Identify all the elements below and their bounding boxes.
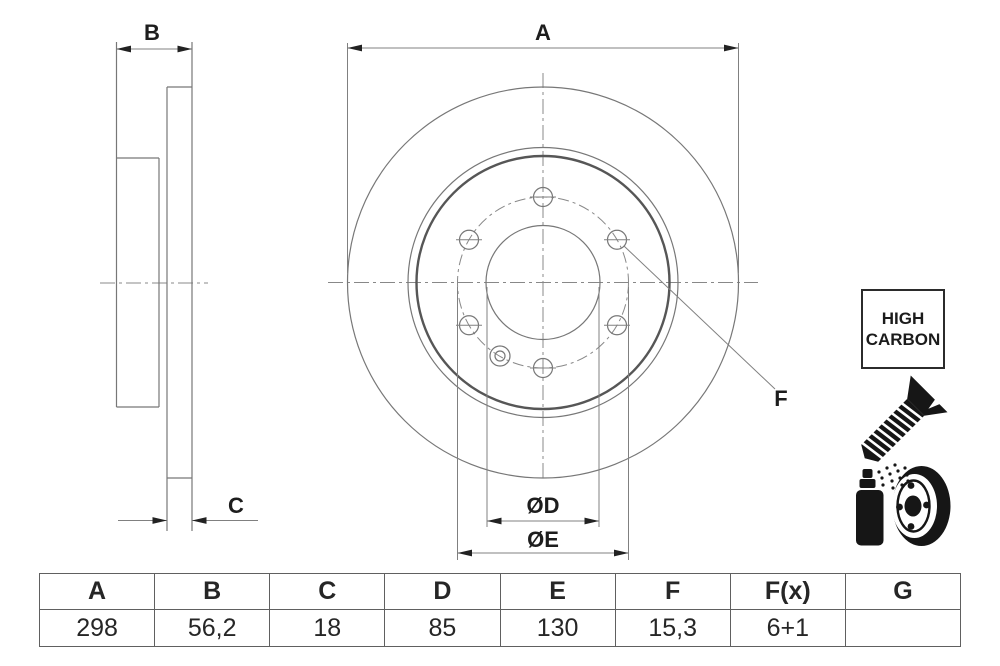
ext-lines-e: [457, 287, 629, 560]
front-view: A ØD ØE F: [328, 20, 788, 560]
dim-label-f: F: [774, 386, 787, 411]
set-screw-outer: [489, 345, 511, 367]
countersunk-screw-icon: [861, 375, 948, 462]
ext-lines-a: [347, 43, 739, 273]
outer-diameter-circle: [346, 86, 740, 479]
leader-line-f: [623, 245, 776, 390]
dim-label-e: ØE: [527, 527, 559, 552]
badge-line-2: CARBON: [865, 330, 941, 349]
table-value-row: 298 56,2 18 85 130 15,3 6+1: [38, 609, 962, 647]
col-header-e: E: [499, 573, 616, 610]
value-g: [844, 609, 962, 647]
dim-label-c: C: [228, 493, 244, 518]
bolt-holes: [456, 186, 630, 379]
arrowhead: [192, 517, 207, 524]
value-f: 15,3: [614, 609, 731, 647]
ext-lines-d: [486, 287, 600, 527]
dimension-B: B: [116, 20, 192, 53]
value-a: 298: [38, 609, 156, 647]
col-header-g: G: [844, 573, 962, 610]
dim-label-a: A: [535, 20, 551, 45]
hat-rim-circle: [415, 154, 671, 411]
center-bore-circle: [485, 224, 601, 341]
col-header-c: C: [269, 573, 386, 610]
badge-line-1: HIGH: [881, 309, 925, 328]
dim-label-b: B: [144, 20, 160, 45]
set-screw-hole: [489, 345, 511, 367]
arrowhead: [152, 517, 167, 524]
value-b: 56,2: [154, 609, 271, 647]
drawing-canvas: B C: [100, 20, 788, 560]
col-header-f: F: [614, 573, 731, 610]
set-screw-inner: [494, 350, 506, 362]
arrowhead: [487, 517, 502, 525]
bolt-hole-center-ticks: [456, 196, 630, 369]
dimension-F: F: [623, 245, 788, 411]
side-view-outline: [115, 42, 193, 531]
table-header-row: A B C D E F F(x) G: [38, 573, 962, 610]
arrowhead: [724, 44, 739, 52]
col-header-d: D: [384, 573, 501, 610]
value-fx: 6+1: [729, 609, 846, 647]
col-header-fx: F(x): [729, 573, 846, 610]
arrowhead: [116, 45, 131, 53]
dimension-table: A B C D E F F(x) G 298 56,2 18 85 130 15…: [38, 573, 962, 647]
value-e: 130: [499, 609, 616, 647]
value-c: 18: [269, 609, 386, 647]
high-carbon-badge: HIGH CARBON: [861, 289, 945, 369]
dimension-A: A: [347, 20, 739, 273]
arrowhead: [457, 549, 472, 557]
dim-label-d: ØD: [527, 493, 560, 518]
value-d: 85: [384, 609, 501, 647]
arrowhead: [614, 549, 629, 557]
arrowhead: [347, 44, 362, 52]
spray-can-brake-disc-icon: [856, 463, 951, 546]
dimension-C: C: [118, 493, 258, 524]
side-view: B C: [100, 20, 258, 531]
dimension-E: ØE: [457, 287, 629, 560]
arrowhead: [177, 45, 192, 53]
friction-surface-circle: [407, 146, 679, 419]
dimension-D: ØD: [486, 287, 600, 527]
arrowhead: [584, 517, 599, 525]
col-header-a: A: [38, 573, 156, 610]
col-header-b: B: [154, 573, 271, 610]
